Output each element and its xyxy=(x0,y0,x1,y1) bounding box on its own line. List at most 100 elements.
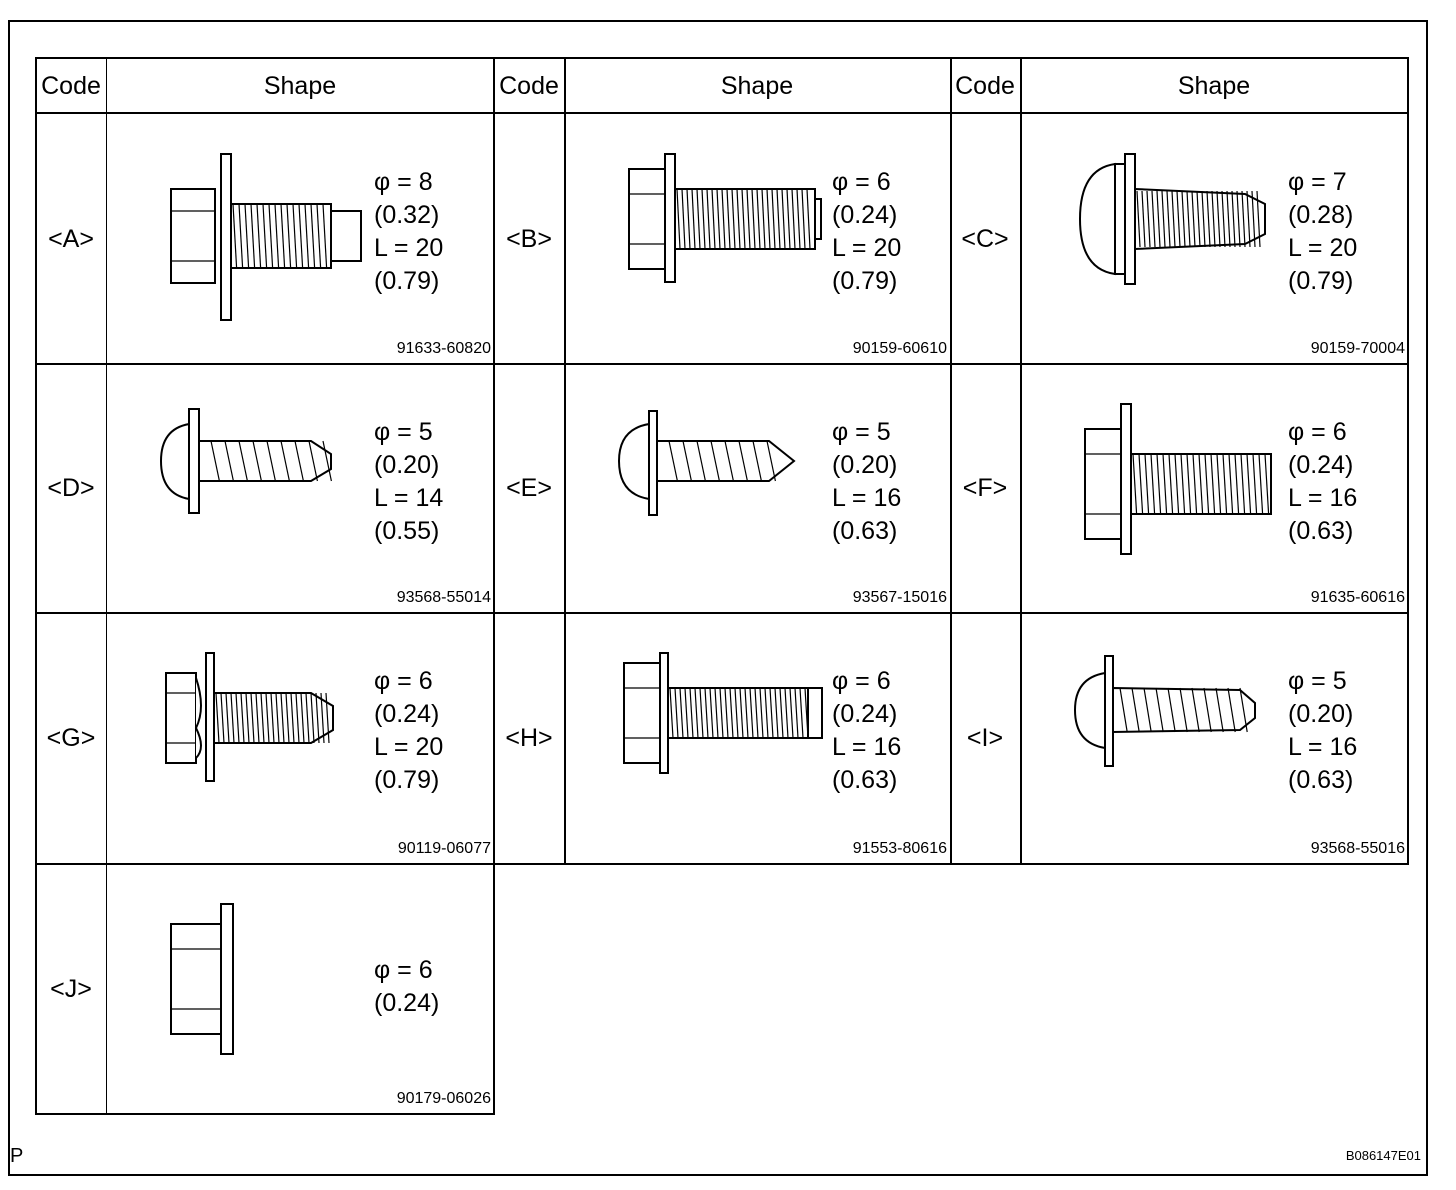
dimension-phi-in: (0.24) xyxy=(374,989,440,1017)
flange-nut-icon xyxy=(161,899,281,1074)
fastener-code: <A> xyxy=(48,224,94,253)
part-number: 90159-70004 xyxy=(1310,340,1405,357)
header-shape-1: Shape xyxy=(263,71,337,100)
dimension-phi: φ = 6 xyxy=(832,667,891,695)
part-number: 91553-80616 xyxy=(852,840,947,857)
grid-line xyxy=(950,57,952,865)
fastener-dimensions: φ = 8 (0.32) L = 20 (0.79) xyxy=(374,166,443,298)
fastener-dimensions: φ = 6 (0.24) L = 20 (0.79) xyxy=(832,166,901,298)
grid-line xyxy=(35,612,1409,614)
grid-line xyxy=(35,1113,495,1115)
dimension-phi-in: (0.24) xyxy=(374,700,440,728)
dimension-length xyxy=(374,1020,439,1053)
fastener-code: <C> xyxy=(961,224,1009,253)
dimension-length-in: (0.63) xyxy=(1288,517,1354,545)
fastener-dimensions: φ = 5 (0.20) L = 16 (0.63) xyxy=(1288,665,1357,797)
dimension-phi-in: (0.20) xyxy=(832,451,898,479)
header-shape-2: Shape xyxy=(720,71,794,100)
dimension-length: L = 20 xyxy=(1288,234,1358,262)
grid-line xyxy=(35,57,37,1115)
dimension-length-in: (0.63) xyxy=(832,766,898,794)
grid-line xyxy=(564,57,566,865)
dimension-length-in: (0.79) xyxy=(1288,267,1354,295)
pan-head-screw-icon xyxy=(1073,648,1295,793)
dimension-length-in: (0.79) xyxy=(374,267,440,295)
dimension-phi: φ = 5 xyxy=(1288,667,1347,695)
dimension-phi-in: (0.24) xyxy=(1288,451,1354,479)
header-code-2: Code xyxy=(499,71,559,100)
part-number: 91633-60820 xyxy=(396,340,491,357)
grid-line xyxy=(493,57,495,1115)
fastener-dimensions: φ = 6 (0.24) L = 20 (0.79) xyxy=(374,665,443,797)
grid-line xyxy=(35,112,1409,114)
hex-bolt-with-spring-washer-icon xyxy=(161,648,381,793)
grid-line xyxy=(1407,57,1409,865)
round-head-screw-with-washer-icon xyxy=(1075,149,1295,314)
fastener-code: <H> xyxy=(505,724,553,752)
part-number: 93568-55016 xyxy=(1310,840,1405,857)
fastener-dimensions: φ = 5 (0.20) L = 16 (0.63) xyxy=(832,416,901,548)
illustration-frame xyxy=(8,20,1428,1176)
dimension-phi-in: (0.20) xyxy=(374,451,440,479)
dimension-length: L = 16 xyxy=(832,484,902,512)
dimension-length: L = 16 xyxy=(1288,484,1358,512)
fastener-code: <I> xyxy=(966,724,1004,752)
grid-line xyxy=(35,57,1409,59)
fastener-dimensions: φ = 7 (0.28) L = 20 (0.79) xyxy=(1288,166,1357,298)
dimension-length-in: (0.79) xyxy=(374,766,440,794)
fastener-code: <E> xyxy=(506,474,552,502)
dimension-phi: φ = 7 xyxy=(1288,168,1347,196)
dimension-length: L = 20 xyxy=(374,234,444,262)
grid-line xyxy=(35,863,1409,865)
dimension-phi-in: (0.24) xyxy=(832,700,898,728)
dimension-length: L = 14 xyxy=(374,484,444,512)
dimension-phi: φ = 6 xyxy=(374,956,433,984)
fastener-dimensions: φ = 6 (0.24) xyxy=(374,954,439,1086)
fastener-dimensions: φ = 5 (0.20) L = 14 (0.55) xyxy=(374,416,443,548)
dimension-phi-in: (0.24) xyxy=(832,201,898,229)
dimension-phi: φ = 8 xyxy=(374,168,433,196)
dimension-phi-in: (0.32) xyxy=(374,201,440,229)
part-number: 93567-15016 xyxy=(852,589,947,606)
dimension-phi-in: (0.28) xyxy=(1288,201,1354,229)
header-code-3: Code xyxy=(955,71,1015,100)
part-number: 90159-60610 xyxy=(852,340,947,357)
dimension-length: L = 20 xyxy=(832,234,902,262)
part-number: 93568-55014 xyxy=(396,589,491,606)
header-shape-3: Shape xyxy=(1177,71,1251,100)
grid-line xyxy=(35,363,1409,365)
fastener-code: <D> xyxy=(47,474,95,502)
dimension-length: L = 20 xyxy=(374,733,444,761)
grid-line xyxy=(106,57,107,1115)
dimension-phi: φ = 6 xyxy=(832,168,891,196)
figure-id: B086147E01 xyxy=(1345,1148,1421,1163)
grid-line xyxy=(1020,57,1022,865)
dimension-phi-in: (0.20) xyxy=(1288,700,1354,728)
fastener-code: <G> xyxy=(46,724,96,752)
dimension-length: L = 16 xyxy=(832,733,902,761)
dimension-length-in: (0.63) xyxy=(1288,766,1354,794)
fastener-code: <B> xyxy=(506,224,552,253)
pointed-tapping-screw-icon xyxy=(617,399,839,544)
hex-flange-bolt-with-washer-icon xyxy=(161,149,381,334)
part-number: 91635-60616 xyxy=(1310,589,1405,606)
part-number: 90179-06026 xyxy=(396,1090,491,1107)
hex-bolt-with-flat-washer-icon xyxy=(1075,399,1295,584)
pan-head-tapping-screw-icon xyxy=(159,399,381,544)
part-number: 90119-06077 xyxy=(397,840,491,857)
dimension-length-in: (0.79) xyxy=(832,267,898,295)
dimension-length-in: (0.63) xyxy=(832,517,898,545)
dimension-length-in: (0.55) xyxy=(374,517,440,545)
fastener-dimensions: φ = 6 (0.24) L = 16 (0.63) xyxy=(1288,416,1357,548)
fastener-code: <J> xyxy=(50,974,92,1003)
dimension-phi: φ = 6 xyxy=(1288,418,1347,446)
dimension-phi: φ = 5 xyxy=(374,418,433,446)
dimension-phi: φ = 6 xyxy=(374,667,433,695)
footer-left-mark: P xyxy=(10,1145,24,1167)
fastener-code: <F> xyxy=(962,474,1008,502)
dimension-length: L = 16 xyxy=(1288,733,1358,761)
hex-bolt-with-washer-icon xyxy=(619,149,839,314)
dimension-phi: φ = 5 xyxy=(832,418,891,446)
fastener-dimensions: φ = 6 (0.24) L = 16 (0.63) xyxy=(832,665,901,797)
dimension-length-in xyxy=(374,1053,439,1086)
